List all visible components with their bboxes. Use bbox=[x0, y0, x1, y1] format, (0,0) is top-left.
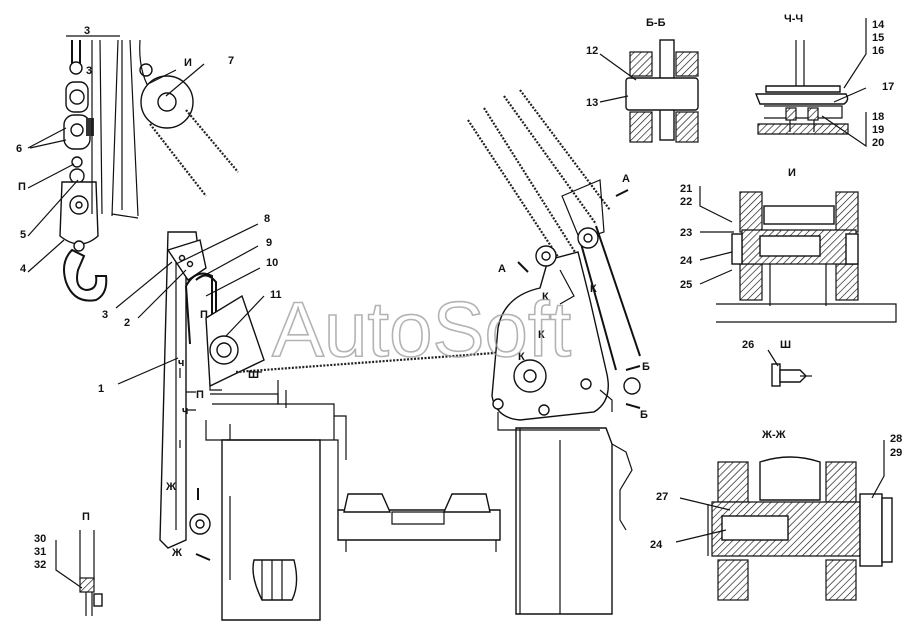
marker-b-lower: Б bbox=[640, 409, 648, 421]
callout-5: 5 bbox=[20, 229, 26, 241]
marker-p-mast-lower: П bbox=[196, 389, 204, 401]
callout-2: 2 bbox=[124, 317, 130, 329]
marker-a-right: А bbox=[622, 173, 630, 185]
section-title-chch: Ч-Ч bbox=[784, 13, 803, 25]
section-headings: Б-Б Ч-Ч И Ш Ж-Ж П bbox=[82, 13, 803, 523]
marker-p-hook: П bbox=[18, 181, 26, 193]
marker-a-left: А bbox=[498, 263, 506, 275]
marker-zh-upper: Ж bbox=[165, 481, 176, 493]
callout-21: 21 bbox=[680, 183, 692, 195]
section-title-zhzh: Ж-Ж bbox=[761, 429, 786, 441]
callout-10: 10 bbox=[266, 257, 278, 269]
leader-lines bbox=[27, 18, 885, 589]
callout-24-zh: 24 bbox=[650, 539, 663, 551]
callout-18: 18 bbox=[872, 111, 884, 123]
callout-11: 11 bbox=[270, 289, 282, 301]
marker-ch-upper: ч bbox=[178, 357, 184, 369]
callout-3-lower: 3 bbox=[102, 309, 108, 321]
section-sh-view bbox=[771, 363, 812, 387]
callout-6: 6 bbox=[16, 143, 22, 155]
callout-24-i: 24 bbox=[680, 255, 693, 267]
marker-p-mast-upper: П bbox=[200, 309, 208, 321]
hook-block-view bbox=[59, 35, 239, 302]
callout-12: 12 bbox=[586, 45, 598, 57]
marker-zh-lower: Ж bbox=[171, 547, 182, 559]
section-chch-view bbox=[754, 40, 849, 135]
section-bb-view bbox=[625, 39, 699, 143]
section-i-view bbox=[716, 191, 897, 323]
callout-4: 4 bbox=[20, 263, 27, 275]
section-title-i: И bbox=[788, 167, 796, 179]
callout-26: 26 bbox=[742, 339, 754, 351]
watermark: AutoSoft bbox=[272, 285, 572, 373]
section-title-sh: Ш bbox=[780, 339, 791, 351]
callout-20: 20 bbox=[872, 137, 884, 149]
callout-19: 19 bbox=[872, 124, 884, 136]
callout-23: 23 bbox=[680, 227, 692, 239]
callout-15: 15 bbox=[872, 32, 884, 44]
callout-9: 9 bbox=[266, 237, 272, 249]
section-zhzh-view bbox=[707, 456, 893, 601]
section-title-bb: Б-Б bbox=[646, 17, 666, 29]
marker-i: И bbox=[184, 57, 192, 69]
callout-7: 7 bbox=[228, 55, 234, 67]
callout-30: 30 bbox=[34, 533, 46, 545]
callout-29: 29 bbox=[890, 447, 902, 459]
machine-body bbox=[205, 380, 633, 621]
callout-1: 1 bbox=[98, 383, 104, 395]
callout-28: 28 bbox=[890, 433, 902, 445]
boom-and-levers bbox=[467, 89, 641, 421]
callout-22: 22 bbox=[680, 196, 692, 208]
marker-b-upper: Б bbox=[642, 361, 650, 373]
callout-16: 16 bbox=[872, 45, 884, 57]
marker-k-1: К bbox=[542, 291, 549, 303]
callout-31: 31 bbox=[34, 546, 46, 558]
marker-ch-lower: ч bbox=[182, 405, 188, 417]
marker-k-2: К bbox=[590, 283, 597, 295]
section-markers: П И П П ч ч Ш Ж Ж А А К К К К Б Б bbox=[18, 57, 650, 559]
callout-14: 14 bbox=[872, 19, 885, 31]
callout-27: 27 bbox=[656, 491, 668, 503]
left-mast bbox=[159, 231, 279, 549]
marker-k-3: К bbox=[538, 329, 545, 341]
callout-17: 17 bbox=[882, 81, 894, 93]
callout-25: 25 bbox=[680, 279, 692, 291]
callout-8: 8 bbox=[264, 213, 270, 225]
callout-3-mid: 3 bbox=[86, 65, 92, 77]
section-title-p: П bbox=[82, 511, 90, 523]
callout-numbers: 3 3 6 5 4 7 8 9 10 11 3 2 1 12 13 14 15 … bbox=[16, 19, 902, 571]
callout-3-top: 3 bbox=[84, 25, 90, 37]
callout-32: 32 bbox=[34, 559, 46, 571]
section-p-view bbox=[79, 530, 103, 616]
callout-13: 13 bbox=[586, 97, 598, 109]
marker-sh: Ш bbox=[248, 369, 259, 381]
marker-k-4: К bbox=[518, 351, 525, 363]
